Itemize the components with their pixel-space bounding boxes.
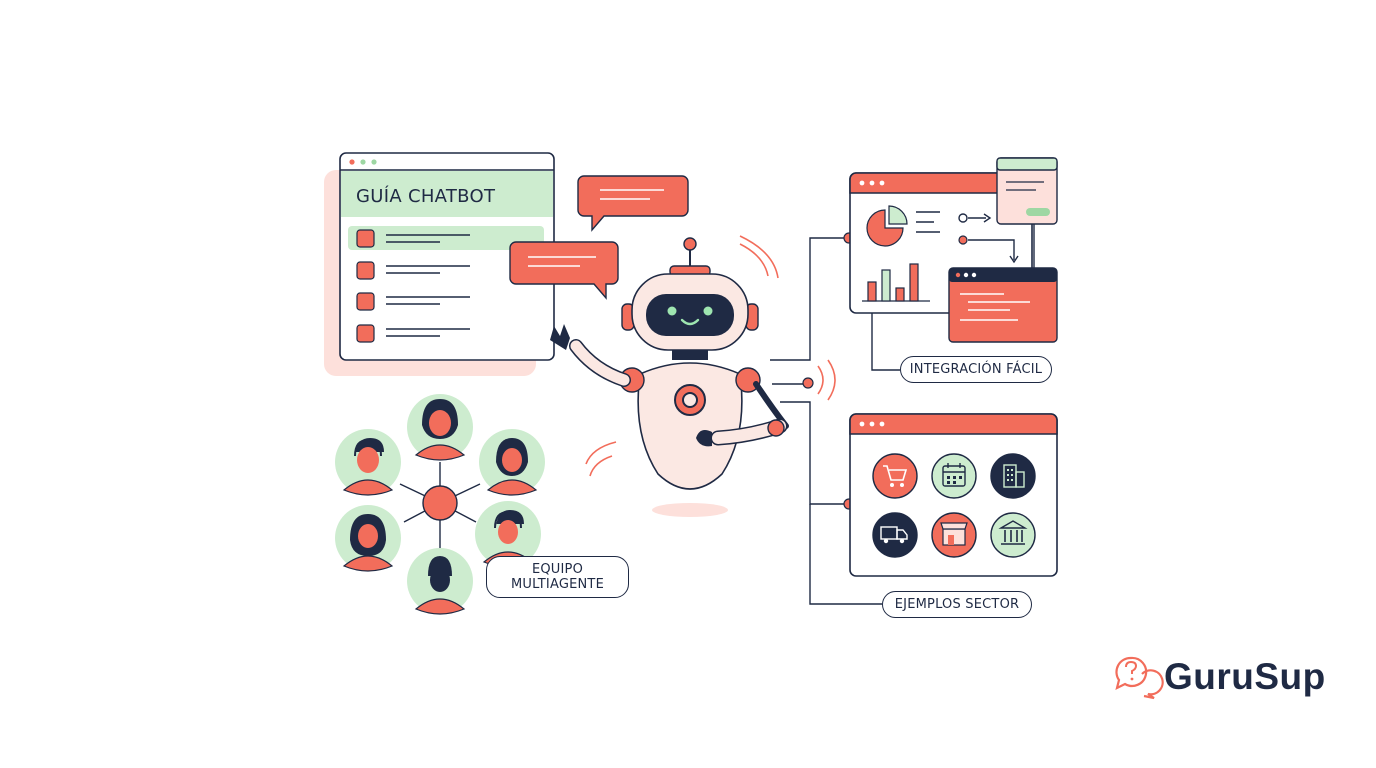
brand-name: GuruSup <box>1164 656 1326 697</box>
building-icon <box>990 453 1036 499</box>
robot-icon <box>550 235 836 517</box>
calendar-icon <box>931 453 977 499</box>
integration-label: INTEGRACIÓN FÁCIL <box>900 356 1052 383</box>
agent-avatar <box>407 394 473 461</box>
guide-title: GUÍA CHATBOT <box>356 186 496 207</box>
team-label-line1: EQUIPO <box>531 562 584 577</box>
speech-bubble-top <box>577 175 689 232</box>
truck-icon <box>872 512 918 558</box>
team-label: EQUIPO MULTIAGENTE <box>486 556 629 598</box>
pie-chart-icon <box>866 205 908 247</box>
bar-chart-icon <box>862 263 930 302</box>
speech-bubble-bottom <box>509 241 619 300</box>
connector-lines <box>770 237 900 605</box>
store-icon <box>931 512 977 558</box>
agent-team <box>335 394 545 615</box>
bank-icon <box>990 512 1036 558</box>
sector-window <box>849 413 1058 577</box>
dashboard-window <box>849 157 1058 343</box>
sector-examples-label: EJEMPLOS SECTOR <box>882 591 1032 618</box>
agent-avatar <box>335 505 401 572</box>
agent-avatar <box>479 429 545 496</box>
agent-avatar <box>407 548 473 615</box>
brand-logo: GuruSup <box>1116 654 1326 700</box>
guide-window <box>324 152 555 376</box>
brand-icon-spacer <box>1116 654 1156 700</box>
question-chat-icon <box>1115 656 1164 700</box>
shopping-cart-icon <box>872 453 918 499</box>
agent-avatar <box>335 429 401 496</box>
agent-avatars <box>335 394 545 615</box>
team-label-line2: MULTIAGENTE <box>511 577 604 592</box>
guide-checklist <box>356 229 470 343</box>
